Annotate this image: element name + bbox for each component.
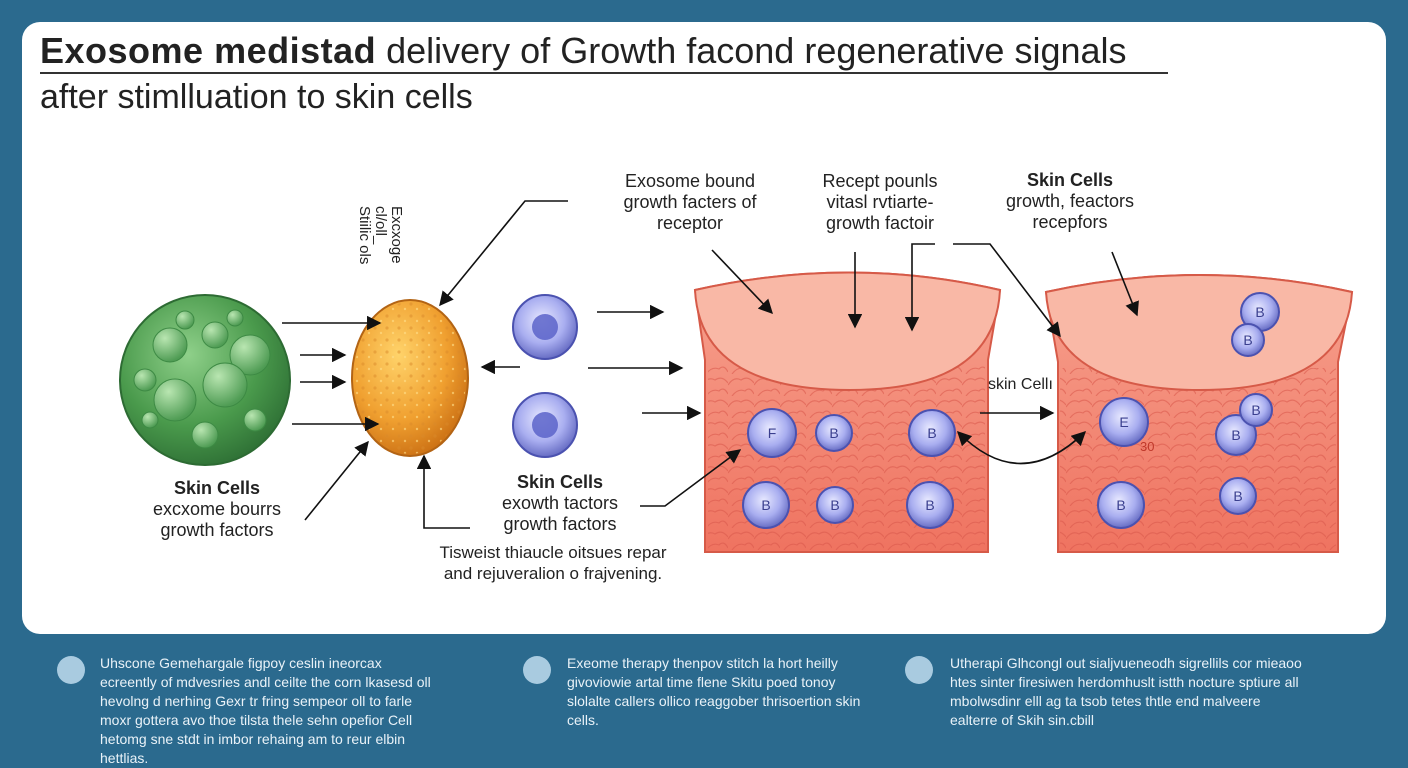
label-skin-cell-side: skin Cellı bbox=[988, 376, 1053, 393]
floating-cell-top bbox=[512, 294, 578, 360]
label-skin-cells-left: Skin Cells excxome bourrs growth factors bbox=[132, 478, 302, 541]
arrow bbox=[956, 430, 1087, 465]
label-receptor-points: Recept pounls vitasl rvtiarte- growth fa… bbox=[800, 171, 960, 234]
arrow bbox=[304, 440, 369, 521]
arrow bbox=[1111, 251, 1139, 317]
footer-bullet-icon-1 bbox=[57, 656, 85, 684]
footer-text-3: Utherapi Glhcongl out sialjvueneodh sigr… bbox=[950, 655, 1302, 728]
label-skin-cells-left-line2: growth factors bbox=[160, 520, 274, 540]
label-skin-cells-right: Skin Cells growth, feactors recepfors bbox=[990, 170, 1150, 233]
arrow bbox=[904, 243, 935, 332]
tissue-cell-letter: B bbox=[1243, 332, 1252, 348]
tissue-blue-cell bbox=[1097, 481, 1145, 529]
label-skin-cells-mid-line2: growth factors bbox=[503, 514, 617, 534]
footer-text-1: Uhscone Gemehargale figpoy ceslin ineorc… bbox=[100, 655, 431, 766]
label-skin-cells-right-title: Skin Cells bbox=[1026, 170, 1114, 190]
tissue-blue-cell bbox=[1099, 397, 1149, 447]
label-tissue-note: Tisweist thiaucle oitsues repar and reju… bbox=[418, 542, 688, 584]
title-line-2: after stimlluation to skin cells bbox=[40, 78, 473, 116]
tissue-cell-letter: B bbox=[829, 425, 838, 441]
tissue-cell-letter: E bbox=[1119, 414, 1128, 430]
label-tissue-note-line2: and rejuveralion o frajvening. bbox=[443, 564, 663, 583]
arrows bbox=[282, 200, 1139, 529]
label-tissue-note-line1: Tisweist thiaucle oitsues repar bbox=[439, 543, 667, 562]
tissue-cell-letter: B bbox=[1116, 497, 1125, 513]
exosome-vertical-line-3: Stiilic ols bbox=[356, 206, 373, 265]
arrow bbox=[416, 454, 470, 529]
footer-bullet-icon-3 bbox=[905, 656, 933, 684]
arrow bbox=[640, 449, 742, 507]
title-line-1: Exosome medistad delivery of Growth faco… bbox=[40, 30, 1127, 72]
label-receptor-points-line1: Recept pounls bbox=[822, 171, 938, 191]
tissue-cell-letter: B bbox=[1231, 427, 1240, 443]
tissue-cell-letter: B bbox=[1233, 488, 1242, 504]
label-receptor-points-line2: vitasl rvtiarte- bbox=[826, 192, 934, 212]
tissue-cell-letter: B bbox=[1255, 304, 1264, 320]
tissue-blue-cell bbox=[815, 414, 853, 452]
tissue-blue-cell bbox=[747, 408, 797, 458]
arrow bbox=[439, 200, 568, 307]
arrow bbox=[711, 249, 773, 315]
title-underline bbox=[40, 72, 1168, 74]
green-skin-cell bbox=[119, 294, 291, 466]
label-exosome-bound-line2: growth facters of bbox=[623, 192, 757, 212]
footer-bullet-icon-2 bbox=[523, 656, 551, 684]
tissue-blue-cell bbox=[742, 481, 790, 529]
label-skin-cells-right-line1: growth, feactors bbox=[1005, 191, 1135, 211]
tissue-blue-cell bbox=[1231, 323, 1265, 357]
label-skin-cells-mid-title: Skin Cells bbox=[516, 472, 604, 492]
label-skin-cells-mid: Skin Cells exowth tactors growth factors bbox=[475, 472, 645, 535]
exosome-vertical-label: Excxoge cl/oll_ Stiilic ols bbox=[356, 206, 405, 265]
tissue-cell-letter: B bbox=[761, 497, 770, 513]
tissue-blue-cell bbox=[1219, 477, 1257, 515]
tissue-blue-cell bbox=[1215, 414, 1257, 456]
footer-text-2: Exeome therapy thenpov stitch la hort he… bbox=[567, 655, 861, 728]
label-exosome-bound: Exosome bound growth facters of receptor bbox=[600, 171, 780, 234]
tissue-blue-cell bbox=[908, 409, 956, 457]
tissue-cell-letter: B bbox=[925, 497, 934, 513]
tissue-block-right bbox=[1044, 274, 1354, 553]
label-skin-cells-mid-line1: exowth tactors bbox=[501, 493, 619, 513]
title-bold-part: Exosome medistad bbox=[40, 30, 377, 71]
label-skin-cells-right-line2: recepfors bbox=[1032, 212, 1108, 232]
label-small-number: 30 bbox=[1140, 439, 1155, 454]
label-skin-cells-left-title: Skin Cells bbox=[173, 478, 261, 498]
tissue-blue-cell bbox=[1239, 393, 1273, 427]
tissue-cell-letter: B bbox=[1251, 402, 1260, 418]
tissue-blue-cell bbox=[816, 486, 854, 524]
tissue-cells-left: F B B B B B bbox=[742, 408, 956, 529]
tissue-blue-cell bbox=[906, 481, 954, 529]
floating-cell-bottom bbox=[512, 392, 578, 458]
tissue-cell-letter: F bbox=[768, 425, 777, 441]
label-skin-cells-left-line1: excxome bourrs bbox=[152, 499, 282, 519]
tissue-cell-letter: B bbox=[927, 425, 936, 441]
label-receptor-points-line3: growth factoir bbox=[825, 213, 935, 233]
exosome-vertical-line-2: cl/oll_ bbox=[372, 206, 389, 245]
label-exosome-bound-line1: Exosome bound bbox=[624, 171, 756, 191]
exosome-oval bbox=[351, 299, 469, 457]
label-exosome-bound-line3: receptor bbox=[656, 213, 724, 233]
tissue-cell-letter: B bbox=[830, 497, 839, 513]
title-rest-part: delivery of Growth facond regenerative s… bbox=[376, 30, 1127, 71]
arrow bbox=[953, 243, 1061, 338]
exosome-vertical-line-1: Excxoge bbox=[388, 206, 405, 264]
